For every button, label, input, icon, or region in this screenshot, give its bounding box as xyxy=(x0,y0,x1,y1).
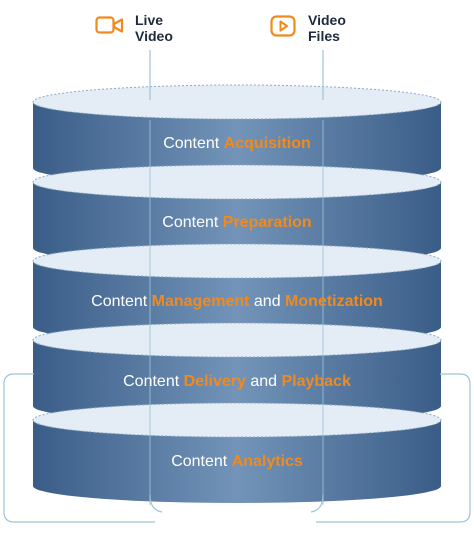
layer-disk-2 xyxy=(32,164,442,265)
play-file-icon xyxy=(270,15,296,37)
layer-side xyxy=(33,340,441,423)
layer-disk-1 xyxy=(32,84,442,185)
layer-label-management-monetization: Content Management and Monetization xyxy=(0,292,474,312)
layer-top xyxy=(32,164,442,200)
layer-label-accent: Management xyxy=(151,293,250,310)
source-label-live-video-line1: Live xyxy=(135,12,164,28)
layer-label-preparation: Content Preparation xyxy=(0,213,474,233)
layer-top xyxy=(32,243,442,279)
layer-label-accent: Acquisition xyxy=(223,135,311,152)
layer-side xyxy=(33,102,441,185)
layer-label-text: Content xyxy=(91,293,152,310)
layer-disk-4 xyxy=(32,322,442,423)
layer-label-text: Content xyxy=(162,214,223,231)
arrow-left-tip xyxy=(149,494,163,513)
source-label-video-files-line1: Video xyxy=(308,12,346,28)
layer-label-acquisition: Content Acquisition xyxy=(0,134,474,154)
source-label-video-files-line2: Files xyxy=(308,28,340,44)
layer-label-accent: Analytics xyxy=(231,453,303,470)
layer-disk-3 xyxy=(32,243,442,344)
layer-top xyxy=(32,84,442,120)
layer-label-delivery-playback: Content Delivery and Playback xyxy=(0,372,474,392)
layer-label-accent: Delivery xyxy=(183,373,246,390)
connectors-group xyxy=(3,50,471,523)
loop-right xyxy=(316,373,471,523)
layers-group xyxy=(32,84,442,503)
arrow-right-tip xyxy=(310,494,324,513)
layer-label-analytics: Content Analytics xyxy=(0,452,474,472)
loop-left xyxy=(3,373,155,523)
layer-label-accent: Playback xyxy=(281,373,351,390)
layer-disk-5 xyxy=(32,402,442,503)
layer-label-text: and xyxy=(245,373,282,390)
layer-label-accent: Preparation xyxy=(222,214,312,231)
video-camera-icon xyxy=(95,16,124,34)
layer-top xyxy=(32,402,442,438)
layer-side xyxy=(33,420,441,503)
layer-side xyxy=(33,182,441,265)
layer-label-accent: Monetization xyxy=(285,293,383,310)
layer-label-text: Content xyxy=(123,373,184,390)
layer-label-text: Content xyxy=(171,453,232,470)
layer-side xyxy=(33,261,441,344)
layer-label-text: and xyxy=(249,293,286,310)
layer-label-text: Content xyxy=(163,135,224,152)
source-label-live-video-line2: Video xyxy=(135,28,173,44)
layer-top xyxy=(32,322,442,358)
